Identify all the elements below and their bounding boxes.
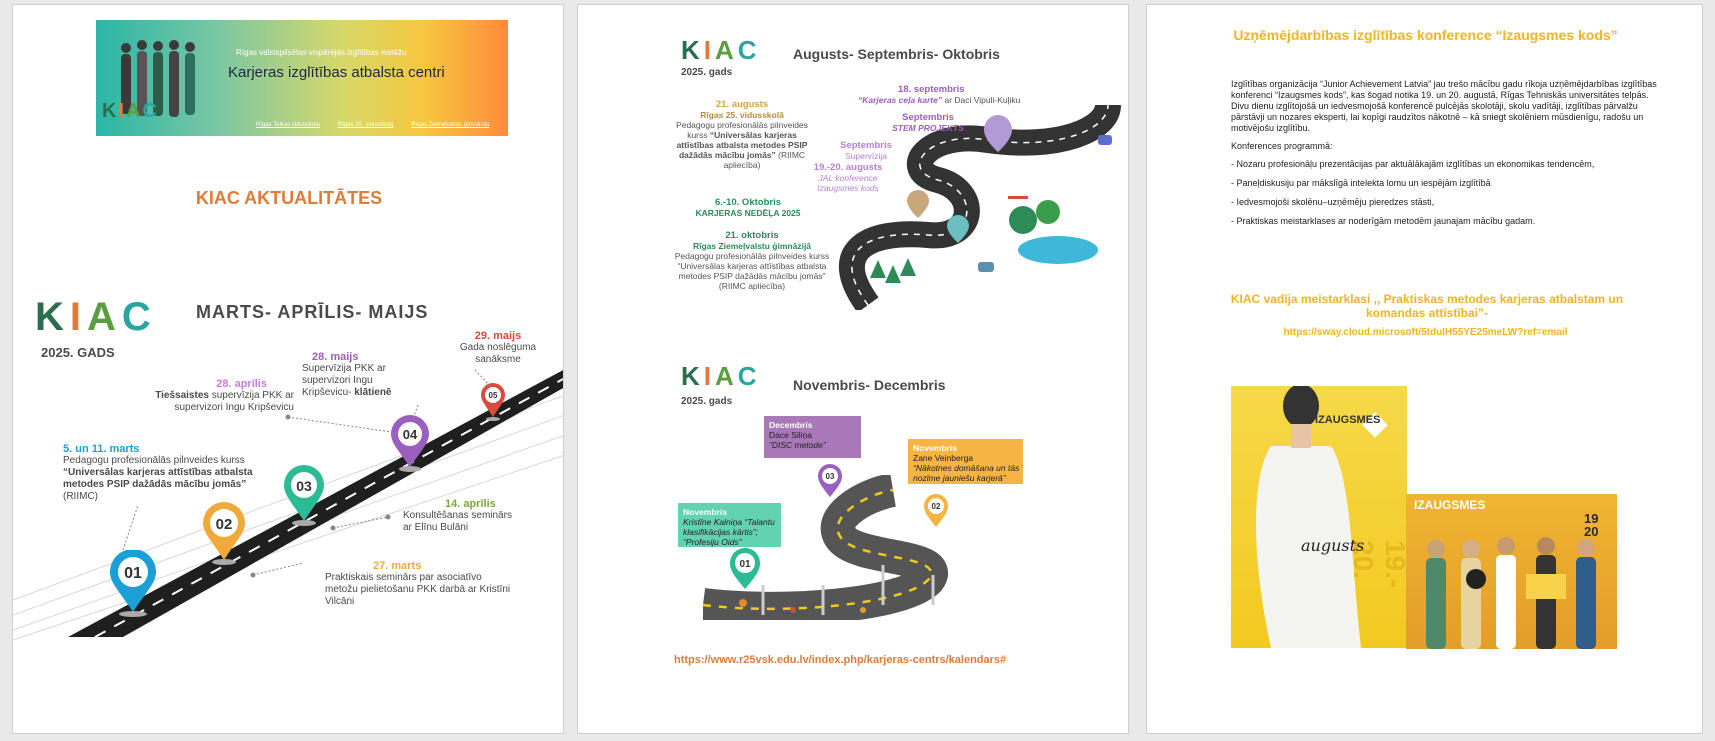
event-sep-stem: Septembris STEM PROJEKTS [892,112,964,134]
nov-pin-02: 02 [924,494,948,527]
event-oct-6-10: 6.-10. Oktobris KARJERAS NEDĒĻA 2025 [695,197,801,219]
banner-link-r25[interactable]: Rīgas 25. vidusskola [337,122,394,128]
banner-links: Rīgas Teikas vidusskola Rīgas 25. viduss… [256,122,489,128]
pin-03: 03 [284,465,324,526]
page-2: KIAC 2025. gads Augusts- Septembris- Okt… [577,4,1129,734]
event-sep-18: 18. septembris “Karjeras ceļa karte” ar … [858,84,1021,106]
event-april-28: 28. aprīlis Tiešsaistes supervīzija PKK … [155,378,294,413]
event-aug-21: 21. augusts Rīgas 25. vidusskolā Pedagog… [676,99,808,171]
event-sep-supervision: Septembris Supervīzija [840,140,892,162]
december-box: Decembris Dace Siliņa “DISC metode” [764,416,861,458]
conference-poster-photo: IZAUGSMES 19.- 20. augusts [1231,386,1407,648]
pin-04-label: 04 [403,427,418,442]
conference-title: Uzņēmējdarbības izglītības konference “I… [1233,27,1618,43]
pin-01-label: 01 [124,565,142,582]
program-item: - Praktiskas meistarklases ar noderīgām … [1231,216,1536,226]
year-label: 2025. GADS [41,345,115,360]
year-label-nov: 2025. gads [681,396,733,407]
kiac-banner: KIAC Rīgas valstspilsētas vispārējās izg… [96,20,508,136]
event-april-14: 14. aprīlis Konsultēšanas seminārs ar El… [403,498,512,533]
pin-02-label: 02 [216,516,233,533]
page-3: Uzņēmējdarbības izglītības konference “I… [1146,4,1703,734]
november-box-right: Novembris Zane Veinberga “Nākotnes domāš… [908,439,1023,484]
banner-link-ziemelvalstu[interactable]: Rīgas Ziemeļvalstu ģimnāzija [411,122,490,128]
page-1: KIAC Rīgas valstspilsētas vispārējās izg… [12,4,564,734]
kiac-logo-nov: KIAC [681,361,761,391]
masterclass-heading: KIAC vadīja meistarklasi ,, Praktiskas m… [1230,292,1624,320]
conference-body: Izglītības organizācija “Junior Achievem… [1231,79,1661,235]
kiac-logo-small: KIAC [102,100,159,122]
nov-pin-01-label: 01 [739,559,751,570]
program-item: - Paneļdiskusiju par mākslīgā intelekta … [1231,178,1491,188]
kiac-heading: KIAC AKTUALITĀTES [195,188,383,208]
kiac-logo: KIAC [35,295,157,339]
sway-link[interactable]: https://sway.cloud.microsoft/5tduIH55YE2… [1283,327,1568,338]
event-may-29: 29. maijs Gada noslēguma sanāksme [459,330,537,365]
event-oct-21: 21. oktobris Rīgas Ziemeļvalstu ģimnāzij… [674,230,830,292]
section-title-winter: Novembris- Decembris [793,377,946,393]
nov-pin-03: 03 [818,464,842,497]
banner-title: Karjeras izglītības atbalsta centri [228,64,445,81]
program-label: Konferences programmā: [1231,141,1333,151]
pin-05: 05 [481,383,505,421]
pin-05-label: 05 [489,391,498,400]
nov-pin-03-label: 03 [826,472,835,481]
event-march-5-11: 5. un 11. marts Pedagogu profesionālās p… [63,443,253,502]
pin-01: 01 [110,550,156,617]
pin-04: 04 [391,415,429,472]
kiac-logo-aug: KIAC [681,35,761,65]
banner-link-teika[interactable]: Rīgas Teikas vidusskola [256,122,320,128]
banner-subtitle: Rīgas valstspilsētas vispārējās izglītīb… [236,48,407,57]
winding-road-autumn [838,103,1121,310]
event-may-28: 28. maijs Supervīzija PKK ar supervizori… [302,351,392,398]
pin-02: 02 [203,502,245,565]
nov-pin-01: 01 [730,548,760,589]
winding-road-winter [703,475,948,620]
pin-03-label: 03 [296,478,312,494]
program-item: - Nozaru profesionāļu prezentācijas par … [1231,159,1595,169]
event-march-27: 27. marts Praktiskais seminārs par asoci… [325,560,511,607]
section-title-spring: MARTS- APRĪLIS- MAIJS [196,302,429,322]
year-label-aug: 2025. gads [681,67,733,78]
event-aug-19-20: 19.-20. augusts JAL konference Izaugsmes… [813,162,883,194]
conference-paragraph: Izglītības organizācija “Junior Achievem… [1231,79,1657,133]
program-item: - Iedvesmojoši skolēnu–uzņēmēju pieredze… [1231,197,1435,207]
leader-lines [122,369,492,578]
people-photo [121,40,195,117]
nov-pin-02-label: 02 [932,502,941,511]
calendar-link[interactable]: https://www.r25vsk.edu.lv/index.php/karj… [674,654,1007,666]
section-title-autumn: Augusts- Septembris- Oktobris [793,46,1000,62]
november-box-left: Novembris Kristīne Kalniņa “Talantu klas… [678,503,781,547]
kiac-team-photo: IZAUGSMES 19 20 [1406,494,1617,649]
